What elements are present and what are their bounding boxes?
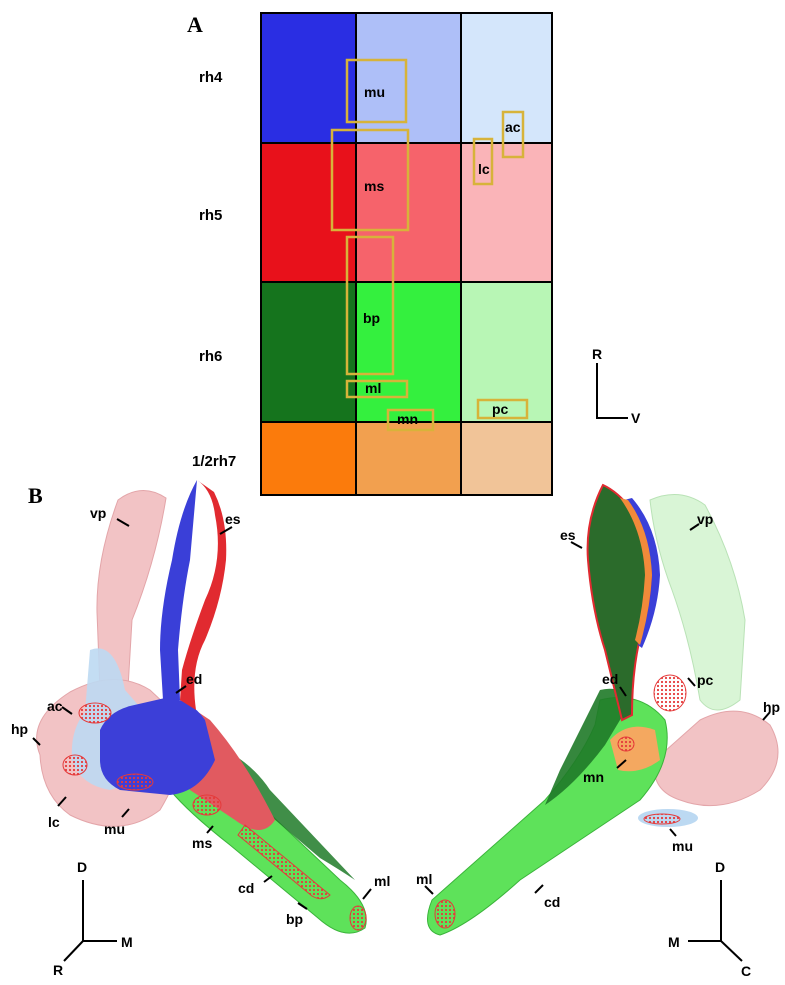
- box-label-bp: bp: [363, 310, 380, 326]
- cell-rh5-medial: [261, 143, 356, 282]
- box-label-ac: ac: [505, 119, 521, 135]
- row-label-rh7: 1/2rh7: [192, 453, 236, 470]
- right-patch-mn: [618, 737, 634, 751]
- left-patch-ml: [350, 906, 366, 930]
- axes-b-right: [688, 880, 742, 961]
- panel-a-label: A: [187, 12, 203, 37]
- right-patch-pc: [654, 675, 686, 711]
- axis-b-left-d: D: [77, 859, 87, 875]
- box-label-pc: pc: [492, 401, 509, 417]
- left-label-hp: hp: [11, 721, 28, 737]
- left-patch-ms: [193, 795, 221, 815]
- row-label-rh5: rh5: [199, 207, 222, 224]
- cell-rh7-medial: [261, 422, 356, 495]
- right-label-es: es: [560, 527, 576, 543]
- axis-a-v: V: [631, 410, 641, 426]
- axes-b-left: [64, 880, 117, 961]
- axis-b-right-d: D: [715, 859, 725, 875]
- left-patch-ac: [79, 703, 111, 723]
- cell-rh4-middle: [356, 13, 461, 143]
- cell-rh4-medial: [261, 13, 356, 143]
- right-hp-shape: [654, 711, 778, 806]
- cell-rh7-lateral: [461, 422, 552, 495]
- box-label-lc: lc: [478, 161, 490, 177]
- right-label-vp: vp: [697, 511, 713, 527]
- axes-a: R V: [592, 346, 641, 426]
- box-label-ml: ml: [365, 380, 381, 396]
- panel-b-label: B: [28, 483, 43, 508]
- axis-b-right-c: C: [741, 963, 751, 979]
- cell-rh6-middle: [356, 282, 461, 422]
- row-label-rh6: rh6: [199, 348, 222, 365]
- box-label-ms: ms: [364, 178, 384, 194]
- right-label-pc: pc: [697, 672, 714, 688]
- right-patch-mu: [644, 814, 680, 824]
- row-label-rh4: rh4: [199, 69, 223, 86]
- left-inner-ear: vp es ed ac hp lc mu ms cd bp ml: [11, 480, 390, 933]
- left-patch-mu: [117, 774, 153, 790]
- left-label-es: es: [225, 511, 241, 527]
- box-label-mn: mn: [397, 411, 418, 427]
- right-patch-ml: [435, 900, 455, 928]
- right-label-ed: ed: [602, 671, 618, 687]
- cell-rh6-medial: [261, 282, 356, 422]
- left-label-ms: ms: [192, 835, 212, 851]
- box-label-mu: mu: [364, 84, 385, 100]
- right-label-ml: ml: [416, 871, 432, 887]
- axis-a-r: R: [592, 346, 602, 362]
- left-label-bp: bp: [286, 911, 303, 927]
- left-label-cd: cd: [238, 880, 254, 896]
- right-inner-ear: es vp ed pc hp mn mu cd ml: [416, 485, 780, 935]
- left-label-ed: ed: [186, 671, 202, 687]
- axis-b-left-r: R: [53, 962, 63, 978]
- left-label-mu: mu: [104, 821, 125, 837]
- axis-b-right-m: M: [668, 934, 680, 950]
- left-label-ml: ml: [374, 873, 390, 889]
- right-label-mu: mu: [672, 838, 693, 854]
- left-label-lc: lc: [48, 814, 60, 830]
- axis-b-left-m: M: [121, 934, 133, 950]
- right-mn-region: [610, 727, 660, 772]
- right-label-mn: mn: [583, 769, 604, 785]
- left-label-ac: ac: [47, 698, 63, 714]
- cell-rh7-middle: [356, 422, 461, 495]
- right-label-hp: hp: [763, 699, 780, 715]
- left-label-vp: vp: [90, 505, 106, 521]
- left-patch-lc: [63, 755, 87, 775]
- right-label-cd: cd: [544, 894, 560, 910]
